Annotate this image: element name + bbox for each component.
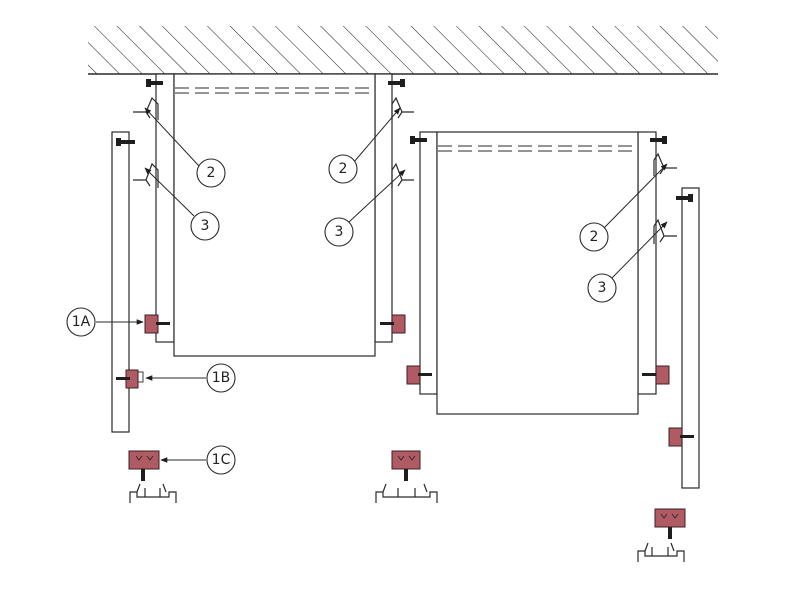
right-assembly <box>406 131 700 489</box>
side-rail-right <box>681 187 700 489</box>
callout-1a: 1A <box>66 307 96 337</box>
hook-profile-right-upper <box>391 96 414 120</box>
hook-profile-right-lower <box>391 162 414 188</box>
callout-2-middle: 2 <box>328 154 358 184</box>
clip-1b-2 <box>668 427 694 447</box>
ceiling <box>88 26 718 75</box>
rail-profile-middle <box>375 483 438 503</box>
frame-post-right <box>374 73 393 343</box>
clip-middle <box>391 450 421 481</box>
hook-profile-right-lower-2 <box>653 218 677 244</box>
screw-icon <box>388 79 405 87</box>
rail-profile-left <box>129 483 177 503</box>
svg-text:1B: 1B <box>212 370 231 386</box>
frame-post-left-2 <box>419 131 438 395</box>
left-assembly <box>111 73 414 503</box>
callout-3-right: 3 <box>587 273 617 303</box>
callout-2-right: 2 <box>579 222 609 252</box>
svg-text:2: 2 <box>590 229 599 245</box>
hanging-panel-2 <box>436 131 639 415</box>
screw-icon <box>146 79 163 87</box>
frame-post-right-2 <box>637 131 657 395</box>
clip-right <box>654 508 686 539</box>
svg-text:1A: 1A <box>72 314 91 330</box>
clip-1c <box>128 450 160 481</box>
clip-1a-right <box>380 314 406 334</box>
screw-icon <box>650 136 667 144</box>
side-rail-left <box>111 131 130 433</box>
callout-3-left: 3 <box>190 211 220 241</box>
callout-3-middle: 3 <box>324 217 354 247</box>
screw-icon <box>676 194 693 202</box>
frame-post-left <box>155 73 175 343</box>
screw-icon <box>116 138 135 146</box>
callout-2-left: 2 <box>196 158 226 188</box>
screw-icon <box>410 136 427 144</box>
callout-1b: 1B <box>206 363 236 393</box>
svg-text:3: 3 <box>335 224 344 240</box>
clip-1b <box>116 369 144 389</box>
hook-profile-left-lower <box>133 162 159 188</box>
clip-1a-left <box>144 314 170 334</box>
clip-1a-right-2 <box>642 365 670 385</box>
svg-text:3: 3 <box>201 218 210 234</box>
svg-text:2: 2 <box>339 161 348 177</box>
svg-text:3: 3 <box>598 280 607 296</box>
svg-text:1C: 1C <box>212 452 231 468</box>
callout-1c: 1C <box>206 445 236 475</box>
svg-text:2: 2 <box>207 165 216 181</box>
rail-profile-right <box>637 542 685 562</box>
clip-1a-left-2 <box>406 365 432 385</box>
